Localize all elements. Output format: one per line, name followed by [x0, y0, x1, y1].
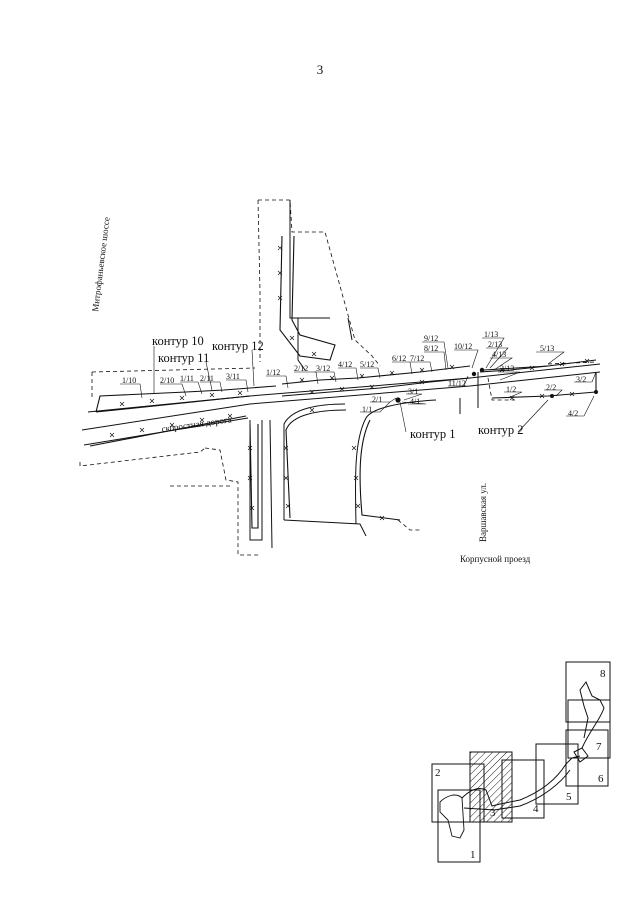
point-label: 2/10 — [160, 376, 174, 385]
sheet-frame — [501, 759, 545, 819]
point-label: 8/12 — [424, 344, 438, 353]
sheet-numbers: 1 2 3 4 5 6 7 8 — [435, 668, 606, 861]
point-labels: 1/10 2/10 1/11 2/11 3/11 1/12 2/12 3/12 … — [122, 330, 586, 418]
point-label: 5/13 — [540, 344, 554, 353]
sheet-number: 6 — [598, 773, 604, 785]
contour-2-label: контур 2 — [478, 423, 524, 437]
point-label: 1/13 — [484, 330, 498, 339]
point-label: 2/13 — [488, 340, 502, 349]
point-label: 3/1 — [408, 387, 418, 396]
site-boundary — [79, 199, 597, 556]
main-plan — [79, 199, 601, 556]
point-label: 7/12 — [410, 354, 424, 363]
sheet-number: 7 — [596, 741, 602, 753]
point-label: 1/12 — [266, 368, 280, 377]
point-label: 9/12 — [424, 334, 438, 343]
sheet-frame — [567, 699, 611, 759]
sheet-frame — [431, 763, 485, 823]
point-label: 3/11 — [226, 372, 240, 381]
street-varshavskaya: Варшавская ул. — [478, 483, 488, 542]
sheet-number: 1 — [470, 849, 476, 861]
sheet-frame — [535, 743, 579, 805]
point-label: 2/2 — [546, 383, 556, 392]
point-label: 4/1 — [410, 397, 420, 406]
sheet-number: 4 — [533, 803, 539, 815]
point-label: 1/1 — [362, 405, 372, 414]
street-highway: скоростная дорога — [161, 414, 232, 434]
leader-lines — [120, 337, 597, 433]
point-label: 2/1 — [372, 395, 382, 404]
point-label: 1/11 — [180, 374, 194, 383]
contour-1-label: контур 1 — [410, 427, 456, 441]
fence-marks — [109, 245, 590, 521]
sheet-number: 3 — [490, 807, 496, 819]
sheet-frame — [469, 751, 513, 823]
sheet-frame — [565, 661, 611, 723]
sheet-number: 2 — [435, 767, 441, 779]
point-label: 2/12 — [294, 364, 308, 373]
point-label: 4/2 — [568, 409, 578, 418]
contour-fences — [89, 235, 597, 529]
sheet-number: 5 — [566, 791, 572, 803]
point-label: 1/10 — [122, 376, 136, 385]
sheet-number: 8 — [600, 668, 606, 680]
page-number: 3 — [316, 62, 324, 77]
point-markers — [395, 367, 598, 403]
point-label: 3/2 — [576, 375, 586, 384]
point-label: 2/11 — [200, 374, 214, 383]
point-label: 3/13 — [500, 364, 514, 373]
point-label: 4/13 — [492, 350, 506, 359]
street-korpusnoy: Корпусной проезд — [460, 554, 531, 564]
point-label: 6/12 — [392, 354, 406, 363]
point-label: 5/12 — [360, 360, 374, 369]
point-label: 4/12 — [338, 360, 352, 369]
point-label: 1/2 — [506, 385, 516, 394]
sheet-frame — [437, 789, 481, 863]
contour-10-label: контур 10 — [152, 334, 204, 348]
point-label: 10/12 — [454, 342, 472, 351]
contour-12-label: контур 12 — [212, 339, 264, 353]
point-label: 3/12 — [316, 364, 330, 373]
contour-11-label: контур 11 — [158, 351, 209, 365]
street-mitrofanievskoe: Митрофаньевское шоссе — [90, 216, 112, 312]
point-label: 11/12 — [448, 379, 466, 388]
sheet-index-map — [431, 661, 611, 863]
